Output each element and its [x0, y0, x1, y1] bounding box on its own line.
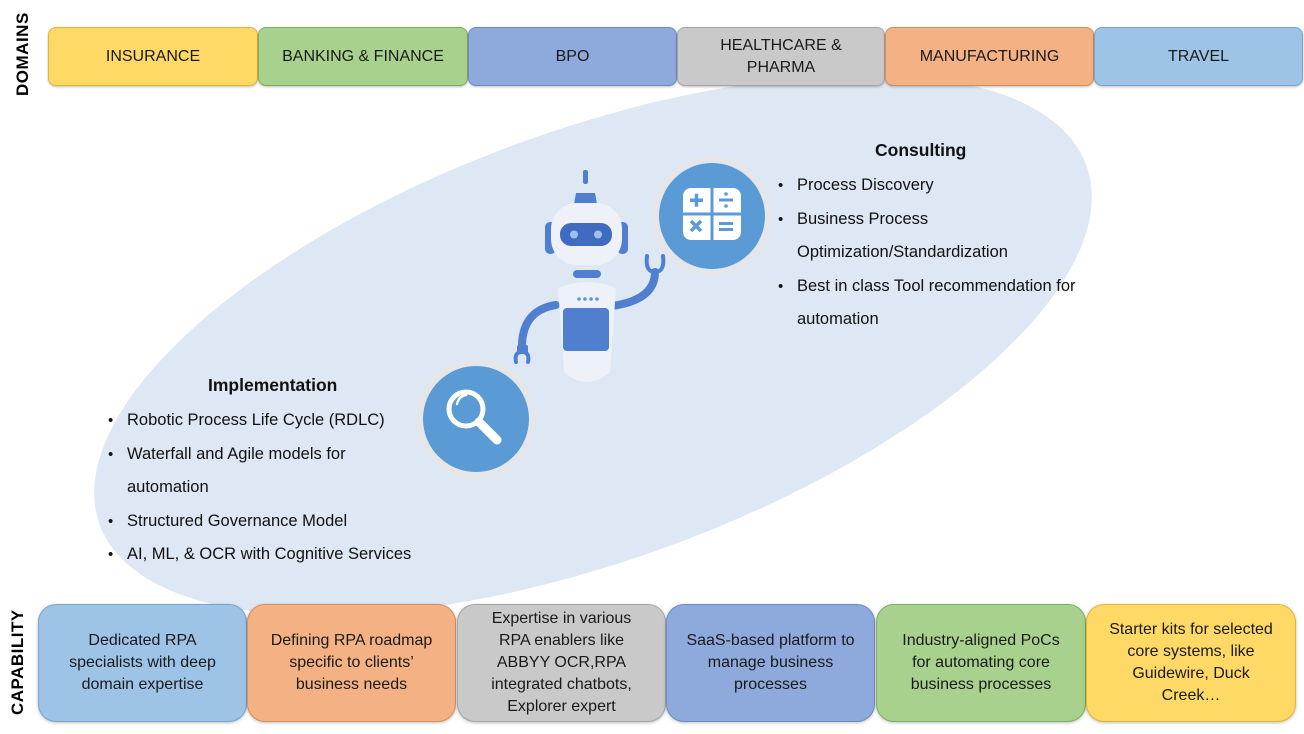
- calculator-icon: [652, 156, 772, 276]
- capability-rpa-enablers: Expertise in various RPA enablers like A…: [457, 604, 666, 722]
- domains-side-label: DOMAINS: [13, 12, 32, 96]
- capability-side-label: CAPABILITY: [8, 609, 27, 715]
- implementation-item: Waterfall and Agile models for automatio…: [106, 438, 377, 505]
- capability-rpa-roadmap: Defining RPA roadmap specific to clients…: [247, 604, 456, 722]
- magnifier-icon: [416, 359, 536, 479]
- consulting-list: Process Discovery Business Process Optim…: [776, 169, 1076, 337]
- implementation-list: Robotic Process Life Cycle (RDLC) Waterf…: [106, 404, 436, 572]
- domain-bpo: BPO: [468, 27, 677, 86]
- domain-manufacturing: MANUFACTURING: [885, 27, 1094, 86]
- consulting-item: Process Discovery: [776, 169, 1076, 203]
- implementation-item: Structured Governance Model: [106, 505, 436, 539]
- consulting-item: Best in class Tool recommendation for au…: [776, 270, 1082, 337]
- capability-saas-platform: SaaS-based platform to manage business p…: [666, 604, 875, 722]
- domain-banking-finance: BANKING & FINANCE: [258, 27, 468, 86]
- implementation-item: Robotic Process Life Cycle (RDLC): [106, 404, 436, 438]
- robot-illustration: [513, 170, 666, 382]
- implementation-item: AI, ML, & OCR with Cognitive Services: [106, 538, 436, 572]
- domain-travel: TRAVEL: [1094, 27, 1303, 86]
- consulting-item: Business Process Optimization/Standardiz…: [776, 203, 1037, 270]
- capability-industry-pocs: Industry-aligned PoCs for automating cor…: [876, 604, 1086, 722]
- capability-rpa-specialists: Dedicated RPA specialists with deep doma…: [38, 604, 247, 722]
- implementation-title: Implementation: [208, 375, 338, 395]
- domain-healthcare-pharma: HEALTHCARE & PHARMA: [677, 27, 885, 86]
- domain-insurance: INSURANCE: [48, 27, 258, 86]
- capability-starter-kits: Starter kits for selected core systems, …: [1086, 604, 1296, 722]
- consulting-title: Consulting: [875, 140, 967, 160]
